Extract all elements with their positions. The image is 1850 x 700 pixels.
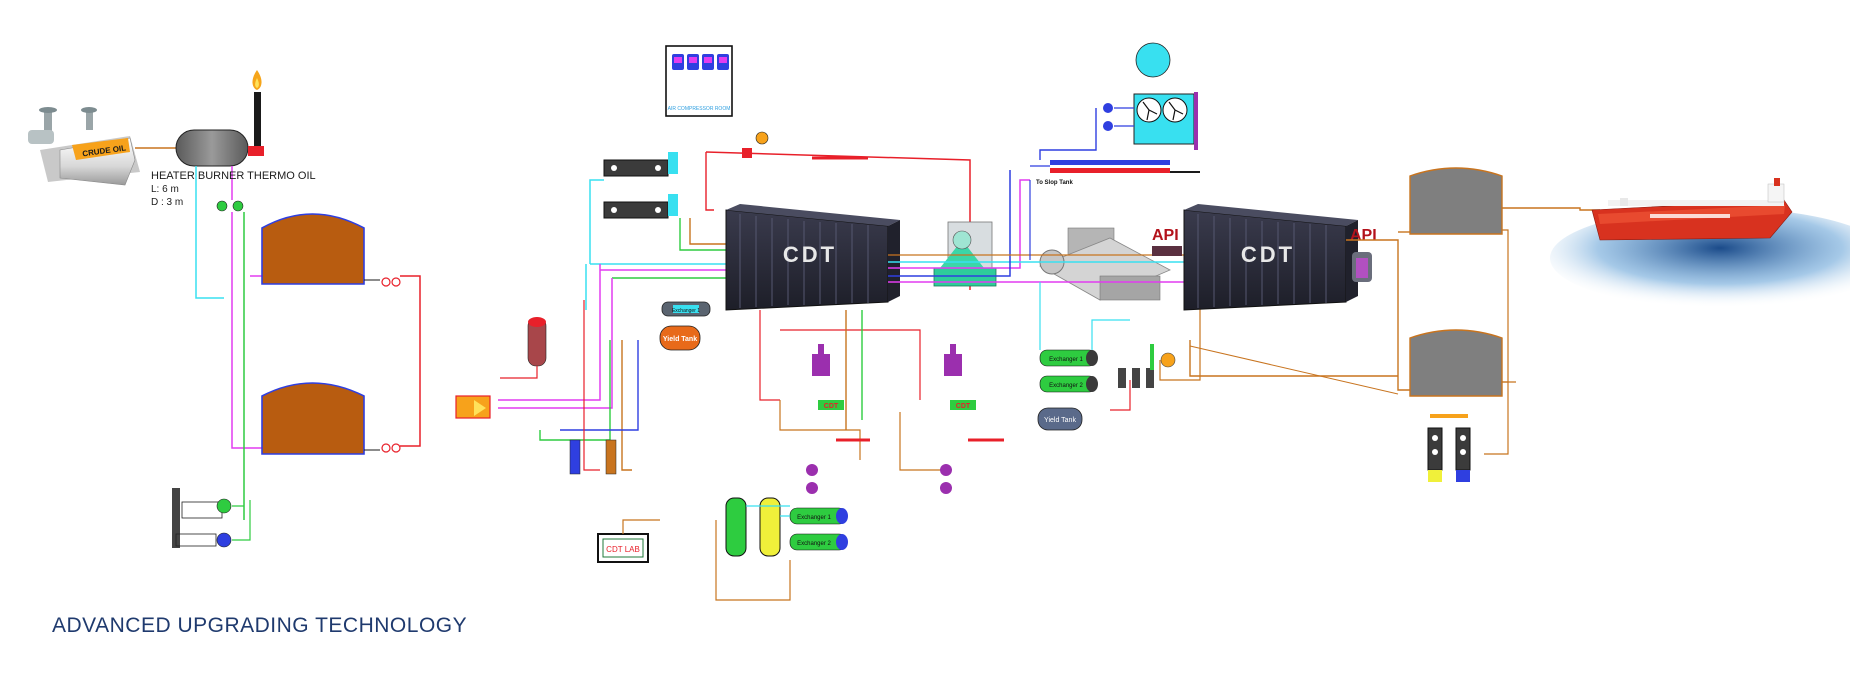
- storage-tank-lower[interactable]: [261, 382, 365, 455]
- cooling-tank[interactable]: [1135, 42, 1171, 78]
- ship-icon[interactable]: [1550, 178, 1850, 308]
- cdt-box-2-label: CDT: [956, 403, 971, 410]
- container-icon[interactable]: CDT: [725, 204, 900, 311]
- storage-tank-upper[interactable]: [261, 213, 365, 285]
- api-logo-2-text: API: [1350, 227, 1377, 244]
- crude-oil-pipeline: CRUDE OIL: [28, 107, 140, 186]
- storage-tank-right-upper[interactable]: [1409, 167, 1503, 235]
- air-compressor-room[interactable]: AIR COMPRESSOR ROOM: [665, 45, 733, 117]
- heater-title: HEATER BURNER THERMO OIL: [151, 170, 316, 182]
- pump-skid-left[interactable]: [172, 488, 232, 548]
- valve-icon[interactable]: [28, 107, 57, 144]
- container-2-brand: CDT: [1241, 242, 1295, 267]
- yield-tank-left[interactable]: Yield Tank: [659, 325, 701, 351]
- column-pair-left[interactable]: [569, 439, 617, 475]
- pump-cluster-right[interactable]: [1118, 344, 1176, 388]
- exchanger-2-right[interactable]: Exchanger 2: [1039, 375, 1098, 393]
- heater-dimensions: L: 6 m D : 3 m: [151, 183, 183, 209]
- cdt-lab[interactable]: CDT LAB: [597, 533, 649, 563]
- yield-tank-right[interactable]: Yield Tank: [1037, 407, 1083, 431]
- exchanger-2-bottom-label: Exchanger 2: [797, 541, 831, 547]
- cdt-lab-label: CDT LAB: [606, 545, 640, 554]
- valve-icon[interactable]: [742, 131, 769, 158]
- cdt-box-1[interactable]: CDT: [818, 400, 844, 410]
- pump-icon[interactable]: [806, 464, 952, 494]
- to-slop-tank-label: To Slop Tank: [1036, 180, 1073, 186]
- heater-diameter: D : 3 m: [151, 197, 184, 208]
- pump-icon[interactable]: [216, 200, 244, 212]
- exchanger-2-right-label: Exchanger 2: [1049, 383, 1083, 389]
- api-logo-2: API: [1350, 227, 1377, 282]
- feed-unit[interactable]: [455, 395, 491, 419]
- yield-tank-left-label: Yield Tank: [663, 336, 697, 343]
- container-icon[interactable]: CDT: [1183, 204, 1358, 311]
- exchanger-center[interactable]: Exchanger 1: [661, 301, 711, 317]
- yield-tank-right-label: Yield Tank: [1044, 417, 1076, 424]
- api-logo-1-text: API: [1152, 227, 1179, 244]
- exchanger-1-right-label: Exchanger 1: [1049, 357, 1083, 363]
- air-compressor-label: AIR COMPRESSOR ROOM: [668, 106, 731, 112]
- pump-icon[interactable]: [1103, 103, 1113, 131]
- exchanger-1-right[interactable]: Exchanger 1: [1039, 349, 1098, 367]
- storage-tank-right-lower[interactable]: [1409, 329, 1503, 397]
- valve-icon[interactable]: [81, 107, 97, 130]
- exchanger-1-bottom[interactable]: Exchanger 1: [789, 507, 848, 525]
- pump-icon[interactable]: [381, 277, 401, 453]
- separator-vessel[interactable]: [527, 317, 547, 367]
- column-pair-right[interactable]: [1427, 414, 1471, 482]
- fan-icon[interactable]: [1133, 93, 1195, 145]
- flame-icon: [252, 70, 262, 90]
- vacuum-vessel[interactable]: [812, 344, 962, 376]
- heater-length: L: 6 m: [151, 184, 179, 195]
- heat-exchanger[interactable]: [603, 152, 678, 219]
- exchanger-2-bottom[interactable]: Exchanger 2: [789, 533, 848, 551]
- container-1-brand: CDT: [783, 242, 837, 267]
- cdt-box-2[interactable]: CDT: [950, 400, 976, 410]
- column-pair-bottom[interactable]: [725, 497, 781, 557]
- page-title: ADVANCED UPGRADING TECHNOLOGY: [52, 614, 468, 637]
- cdt-box-1-label: CDT: [824, 403, 839, 410]
- heater-burner[interactable]: [175, 70, 264, 167]
- exchanger-center-label: Exchanger 1: [672, 308, 700, 314]
- api-logo-1: API: [1152, 227, 1182, 256]
- decanter-icon[interactable]: [1039, 227, 1171, 301]
- exchanger-1-bottom-label: Exchanger 1: [797, 515, 831, 521]
